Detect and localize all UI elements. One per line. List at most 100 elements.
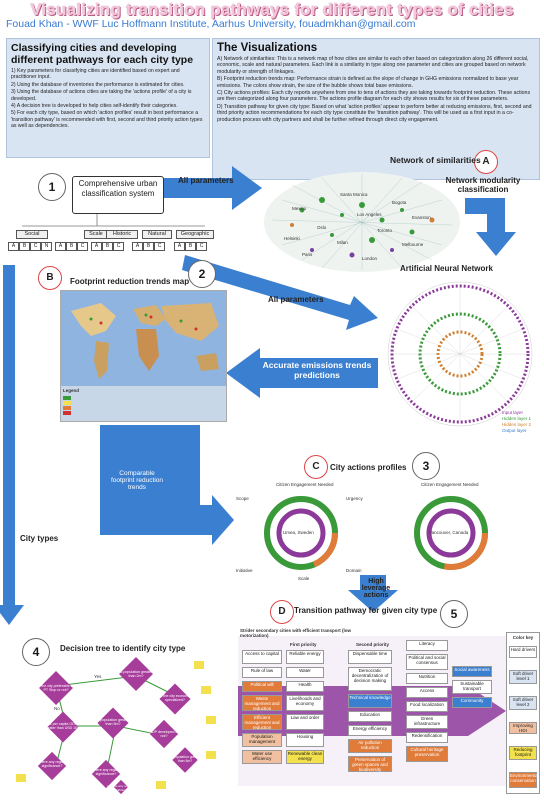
category-letter: C <box>113 242 124 251</box>
visualization-badge-d: D <box>270 600 294 624</box>
ann-legend-item: Hidden layer 1 <box>502 416 532 421</box>
decision-no: No <box>54 706 60 711</box>
step-item: 1) Key parameters for classifying cities… <box>11 68 180 81</box>
pathway-item: Literacy <box>406 640 448 651</box>
visualizations-panel-body: A) Network of similarities: This is a ne… <box>217 56 535 123</box>
decision-question: Is there any regional significance? <box>35 760 69 768</box>
network-city-label: Helsinki <box>284 236 300 241</box>
color-key-item: Environmental conservation <box>509 772 539 788</box>
ann-graph: Input layer Hidden layer 1 Hidden layer … <box>380 278 540 440</box>
step-badge-4: 4 <box>22 638 50 666</box>
transition-col2-header: Second priority <box>356 642 390 647</box>
world-map-svg <box>61 291 226 386</box>
visualization-item: B) Footprint reduction trends map: Perfo… <box>217 76 519 89</box>
footprint-map-title: Footprint reduction trends map <box>70 277 190 286</box>
classification-panel-title: Classifying cities and developing differ… <box>11 42 194 66</box>
arrow-step1-to-network <box>150 166 262 210</box>
pathway-item: Water use efficiency <box>242 750 282 764</box>
category-letter: A <box>132 242 143 251</box>
visualization-item: A) Network of similarities: This is a ne… <box>217 56 529 75</box>
visualization-item: D) Transition pathway for given city typ… <box>217 103 532 123</box>
profile-city-left: Umea, Sweden <box>283 530 314 535</box>
transition-col2: Dispensable time Democratic decentraliza… <box>348 650 392 772</box>
transition-pathway: Strider secondary cities with efficient … <box>238 620 540 796</box>
city-actions-title: City actions profiles <box>330 463 407 472</box>
arrow-city-types <box>0 265 24 625</box>
ann-legend-item: Output layer <box>502 428 527 433</box>
category-scale: Scale <box>84 230 108 239</box>
category-letter: N <box>41 242 52 251</box>
profile-header: Citizen Engagement Needed <box>421 482 479 487</box>
transition-caption: Strider secondary cities with efficient … <box>240 628 352 638</box>
arrow-profiles-to-transition <box>348 575 398 612</box>
color-key-item: Soft driver level 2 <box>509 696 537 710</box>
step-badge-1: 1 <box>38 173 66 201</box>
network-city-label: Evanston <box>412 215 431 220</box>
color-key-item: Reducing footprint <box>509 746 537 760</box>
pathway-item: Education <box>348 711 392 722</box>
decision-question: Is population greater than 5m? <box>96 718 130 726</box>
decision-question: Is the city preferable by PT Stop or not… <box>37 684 75 692</box>
actions-profiles: Citizen Engagement Needed Citizen Engage… <box>236 482 536 582</box>
visualization-badge-c: C <box>304 455 328 479</box>
pathway-item: Population management <box>242 733 282 747</box>
network-city-label: Toronto <box>377 228 393 233</box>
pathway-item: Food localization <box>406 701 448 712</box>
network-city-label: Melbourne <box>402 242 424 247</box>
transition-col1b: Reliable energy Water Health Livelihoods… <box>286 650 324 764</box>
category-letter: A <box>55 242 66 251</box>
category-letter: C <box>196 242 207 251</box>
category-letter: C <box>30 242 41 251</box>
ann-legend-item: Input layer <box>502 410 524 415</box>
category-letter: B <box>66 242 77 251</box>
legend-swatch <box>63 411 71 415</box>
decision-question: Is population greater than 5m? <box>169 755 201 763</box>
category-letter: B <box>102 242 113 251</box>
decision-tree: Is the city preferable by PT Stop or not… <box>6 656 236 796</box>
pathway-item: Political and social consensus <box>406 654 448 670</box>
profile-axis-label: Domain <box>346 568 362 573</box>
network-city-label: London <box>362 256 378 261</box>
visualization-item: C) City actions profiles: Each city repo… <box>217 90 531 103</box>
category-natural: Natural <box>142 230 172 239</box>
pathway-item: Technical knowledge <box>348 694 392 708</box>
color-key-item: Hard drivers <box>509 646 537 658</box>
poster-authors: Fouad Khan - WWF Luc Hoffmann Institute,… <box>6 18 416 30</box>
legend-swatch <box>63 401 71 405</box>
arrow-network-to-ann <box>465 198 516 256</box>
color-key-item: Soft driver level 1 <box>509 670 537 684</box>
all-parameters-label-top: All parameters <box>178 176 234 185</box>
category-row: Social Scale Historic Natural Geographic… <box>8 230 223 260</box>
legend-swatch <box>63 396 71 400</box>
classification-system-box: Comprehensive urban classification syste… <box>72 176 164 214</box>
network-title: Network of similarities <box>390 155 481 165</box>
arrow-map-to-profiles <box>100 425 234 545</box>
network-city-label: Paris <box>302 252 313 257</box>
pathway-item: Health <box>286 681 324 692</box>
comparable-trends-label: Comparable footprint reduction trends <box>110 470 164 491</box>
pathway-item: Social awareness <box>452 666 492 677</box>
decision-yes: Yes <box>94 674 102 679</box>
category-geographic: Geographic <box>176 230 214 239</box>
pathway-item: Green infrastructure <box>406 715 448 729</box>
transition-title: Transition pathway for given city type <box>294 606 438 615</box>
pathway-item: Livelihoods and economy <box>286 695 324 711</box>
category-letter: A <box>8 242 19 251</box>
network-graph-svg <box>264 172 460 272</box>
category-letter: B <box>143 242 154 251</box>
step-badge-3: 3 <box>412 452 440 480</box>
color-key-item: Improving HDI <box>509 722 537 734</box>
network-city-label: Oslo <box>317 225 327 230</box>
step-item: 4) A decision tree is developed to help … <box>11 103 178 110</box>
legend-swatch <box>63 406 71 410</box>
category-letter: B <box>19 242 30 251</box>
profile-header: Citizen Engagement Needed <box>276 482 334 487</box>
step-item: 5) For each city type, based on which 'a… <box>11 110 203 130</box>
decision-question: GDP developed or not? <box>149 730 179 738</box>
category-letter: B <box>185 242 196 251</box>
classification-panel: Classifying cities and developing differ… <box>6 38 210 158</box>
decision-question: Is the city economy specialized? <box>159 694 191 702</box>
pathway-item: Cultural heritage preservation <box>406 746 448 762</box>
pathway-item: Access <box>406 687 448 698</box>
network-city-label: Mexico <box>292 206 307 211</box>
